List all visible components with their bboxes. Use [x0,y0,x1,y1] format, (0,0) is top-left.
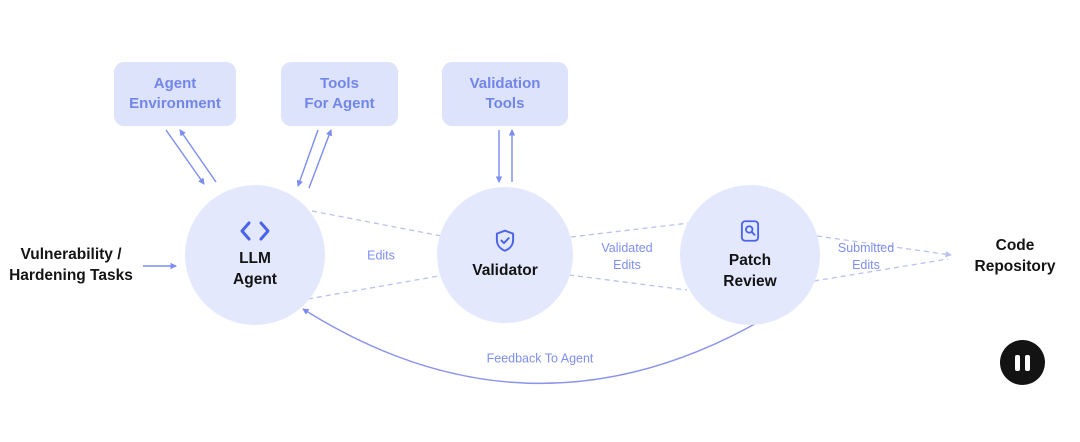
edge-label-edits: Edits [367,248,395,263]
resource-box-validation-tools: Validation Tools [442,62,568,126]
pause-icon [1015,354,1030,371]
code-icon [239,220,271,242]
pause-button[interactable] [1000,340,1045,385]
resource-box-label: Tools For Agent [304,75,375,112]
document-search-icon [737,218,763,244]
resource-box-label: Agent Environment [129,75,221,112]
resource-box-agent-environment: Agent Environment [114,62,236,126]
feedback-curve-arrow [302,308,763,385]
node-label: Patch Review [723,252,777,290]
node-label: Validator [472,262,538,280]
node-patch-review: Patch Review [680,185,820,325]
edge-label-feedback: Feedback To Agent [486,351,594,366]
output-label: Code Repository [974,237,1056,275]
edits-dashed-beam [307,210,453,300]
node-llm-agent: LLM Agent [185,185,325,325]
resource-box-tools-for-agent: Tools For Agent [281,62,398,126]
tools-for-agent-double-arrow [296,129,333,189]
pause-bar [1015,354,1020,371]
node-validator: Validator [437,187,573,323]
resource-box-label: Validation Tools [469,75,541,112]
pause-bar [1025,354,1030,371]
agent-environment-double-arrow [165,129,217,185]
validation-tools-double-arrow [495,129,516,183]
node-label: LLM Agent [233,250,277,288]
edge-label-submitted-edits: Submitted Edits [837,241,895,272]
edge-label-validated-edits: Validated Edits [601,241,653,272]
validated-edits-dashed-beam [568,222,690,291]
input-label: Vulnerability / Hardening Tasks [9,246,133,284]
submitted-edits-dashed-beam [813,235,952,282]
shield-check-icon [492,228,518,254]
